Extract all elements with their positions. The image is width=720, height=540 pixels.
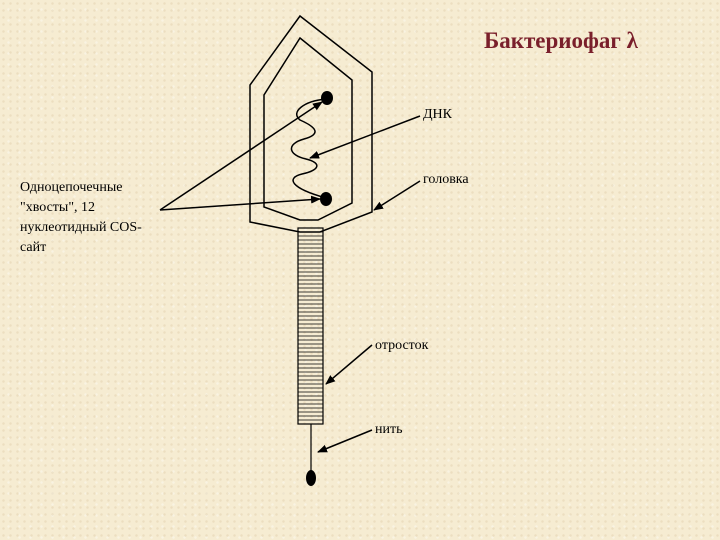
label-cos-line: Одноцепочечные (20, 180, 123, 195)
cos-end-top (321, 91, 333, 105)
arrow-tail (325, 344, 373, 385)
label-cos-line: сайт (20, 240, 47, 255)
cos-end-bottom (320, 192, 332, 206)
capsid-inner (263, 36, 353, 221)
arrow-cos-top (159, 101, 323, 211)
diagram-title: Бактериофаг λ (484, 28, 638, 53)
label-tail: отросток (375, 338, 429, 353)
label-cos-line: "хвосты", 12 (20, 200, 96, 215)
fiber-tip (306, 470, 316, 486)
label-fiber: нить (375, 422, 403, 437)
arrow-fiber (317, 429, 373, 453)
tail (297, 227, 324, 425)
arrow-dna (309, 115, 421, 159)
label-head: головка (423, 172, 469, 187)
arrow-cos-bottom (159, 195, 321, 211)
arrow-head (373, 180, 421, 211)
label-cos-line: нуклеотидный COS- (20, 220, 142, 235)
label-cos-site: Одноцепочечные "хвосты", 12 нуклеотидный… (20, 178, 142, 258)
dna-coil (290, 98, 327, 199)
label-dna: ДНК (423, 107, 452, 122)
